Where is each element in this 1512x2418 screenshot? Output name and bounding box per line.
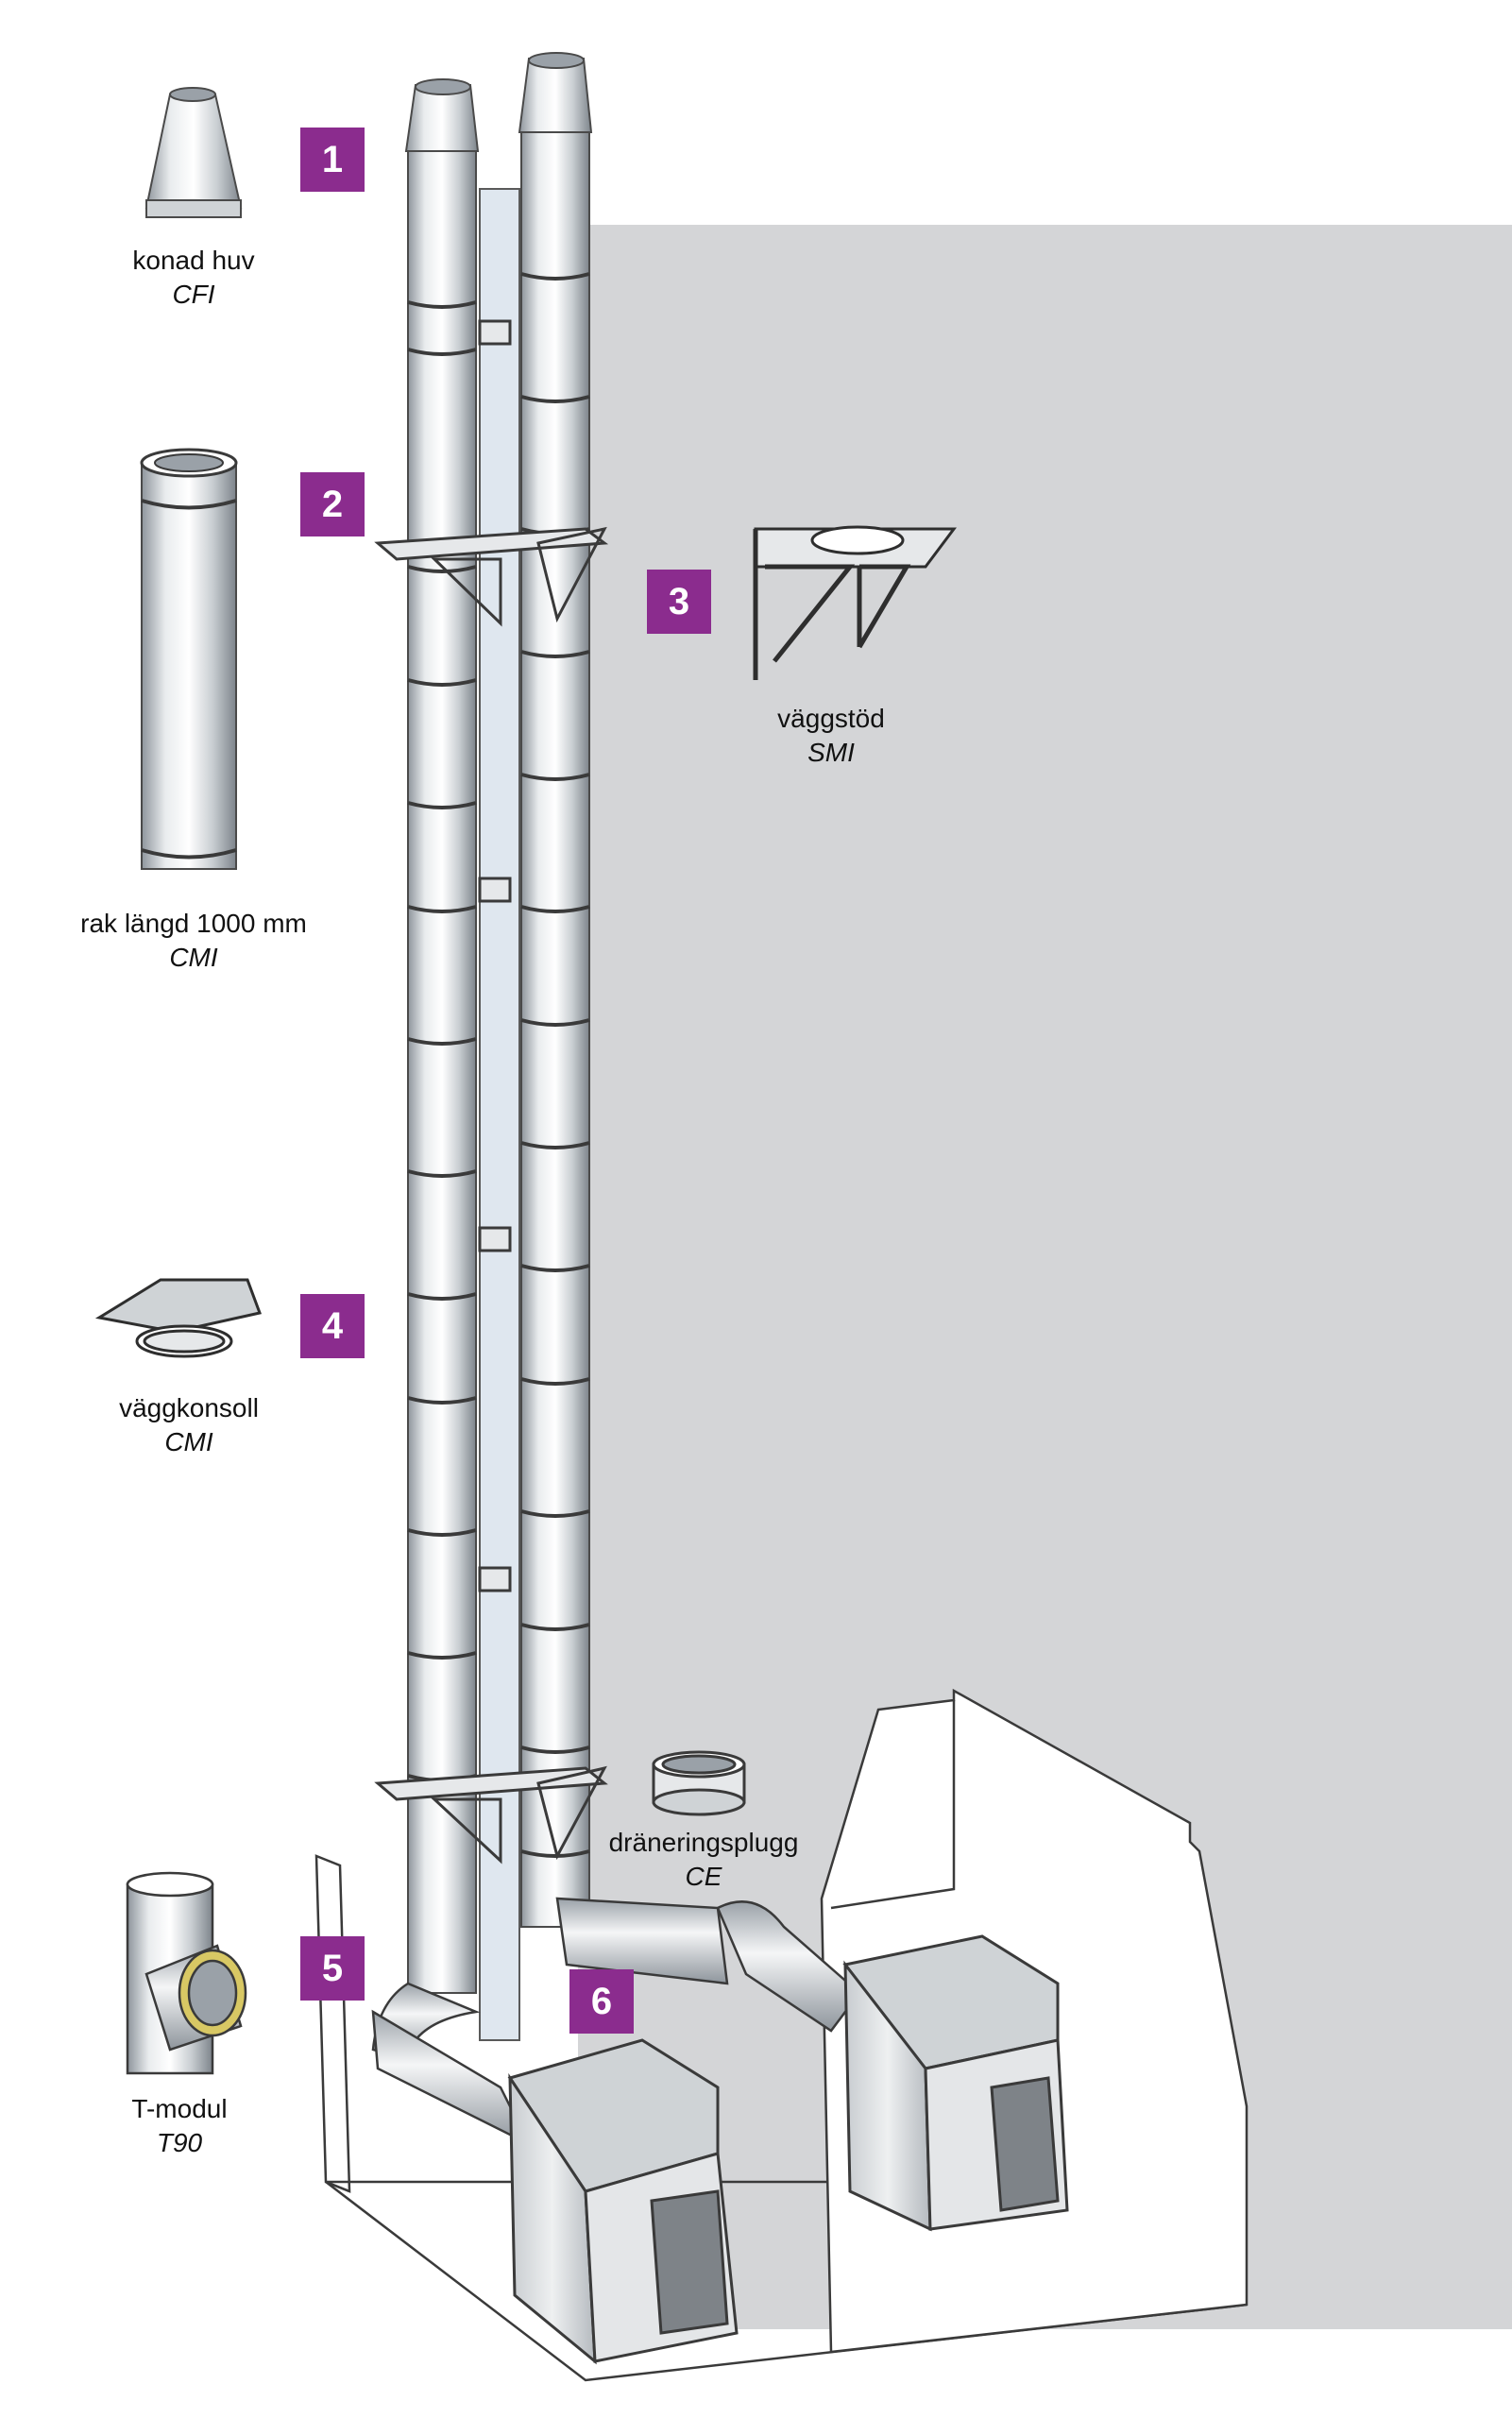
drain-plug-icon <box>652 1750 746 1816</box>
tee-module-icon <box>126 1871 247 2075</box>
label-straight-pipe-name: rak längd 1000 mm <box>80 909 307 938</box>
mounting-rail <box>479 188 520 2041</box>
badge-3: 3 <box>647 570 711 634</box>
wall-bracket-icon <box>94 1278 263 1358</box>
label-wall-bracket: väggkonsoll CMI <box>76 1391 302 1459</box>
label-straight-pipe: rak längd 1000 mm CMI <box>38 907 349 975</box>
right-connector-pipe <box>555 1897 861 2033</box>
label-drain-plug-name: dräneringsplugg <box>608 1828 799 1857</box>
badge-1: 1 <box>300 128 365 192</box>
label-tee-module-name: T-modul <box>131 2094 228 2123</box>
badge-4: 4 <box>300 1294 365 1358</box>
label-conical-cap-code: CFI <box>172 280 215 309</box>
label-wall-bracket-code: CMI <box>164 1427 213 1456</box>
badge-5: 5 <box>300 1936 365 2001</box>
label-straight-pipe-code: CMI <box>169 943 218 972</box>
badge-6: 6 <box>569 1969 634 2034</box>
label-tee-module-code: T90 <box>156 2128 203 2157</box>
boiler-left <box>507 2038 739 2365</box>
label-conical-cap: konad huv CFI <box>76 244 312 312</box>
label-wall-support-code: SMI <box>807 738 855 767</box>
label-drain-plug-code: CE <box>685 1862 722 1891</box>
label-wall-support-name: väggstöd <box>777 704 885 733</box>
label-wall-bracket-name: väggkonsoll <box>119 1393 259 1422</box>
label-conical-cap-name: konad huv <box>132 246 255 275</box>
badge-2: 2 <box>300 472 365 536</box>
stack-right <box>518 52 593 1928</box>
wall-support-icon <box>753 525 957 680</box>
pipe-rings <box>407 272 590 1858</box>
stack-left <box>404 78 480 1994</box>
stack-wall-supports <box>374 319 609 1865</box>
conical-cap-icon <box>144 87 243 218</box>
label-wall-support: väggstöd SMI <box>718 702 944 770</box>
boiler-right <box>842 1934 1069 2232</box>
label-tee-module: T-modul T90 <box>66 2092 293 2160</box>
label-drain-plug: dräneringsplugg CE <box>576 1826 831 1894</box>
straight-pipe-icon <box>140 448 238 870</box>
left-connector-pipe <box>371 1982 532 2147</box>
